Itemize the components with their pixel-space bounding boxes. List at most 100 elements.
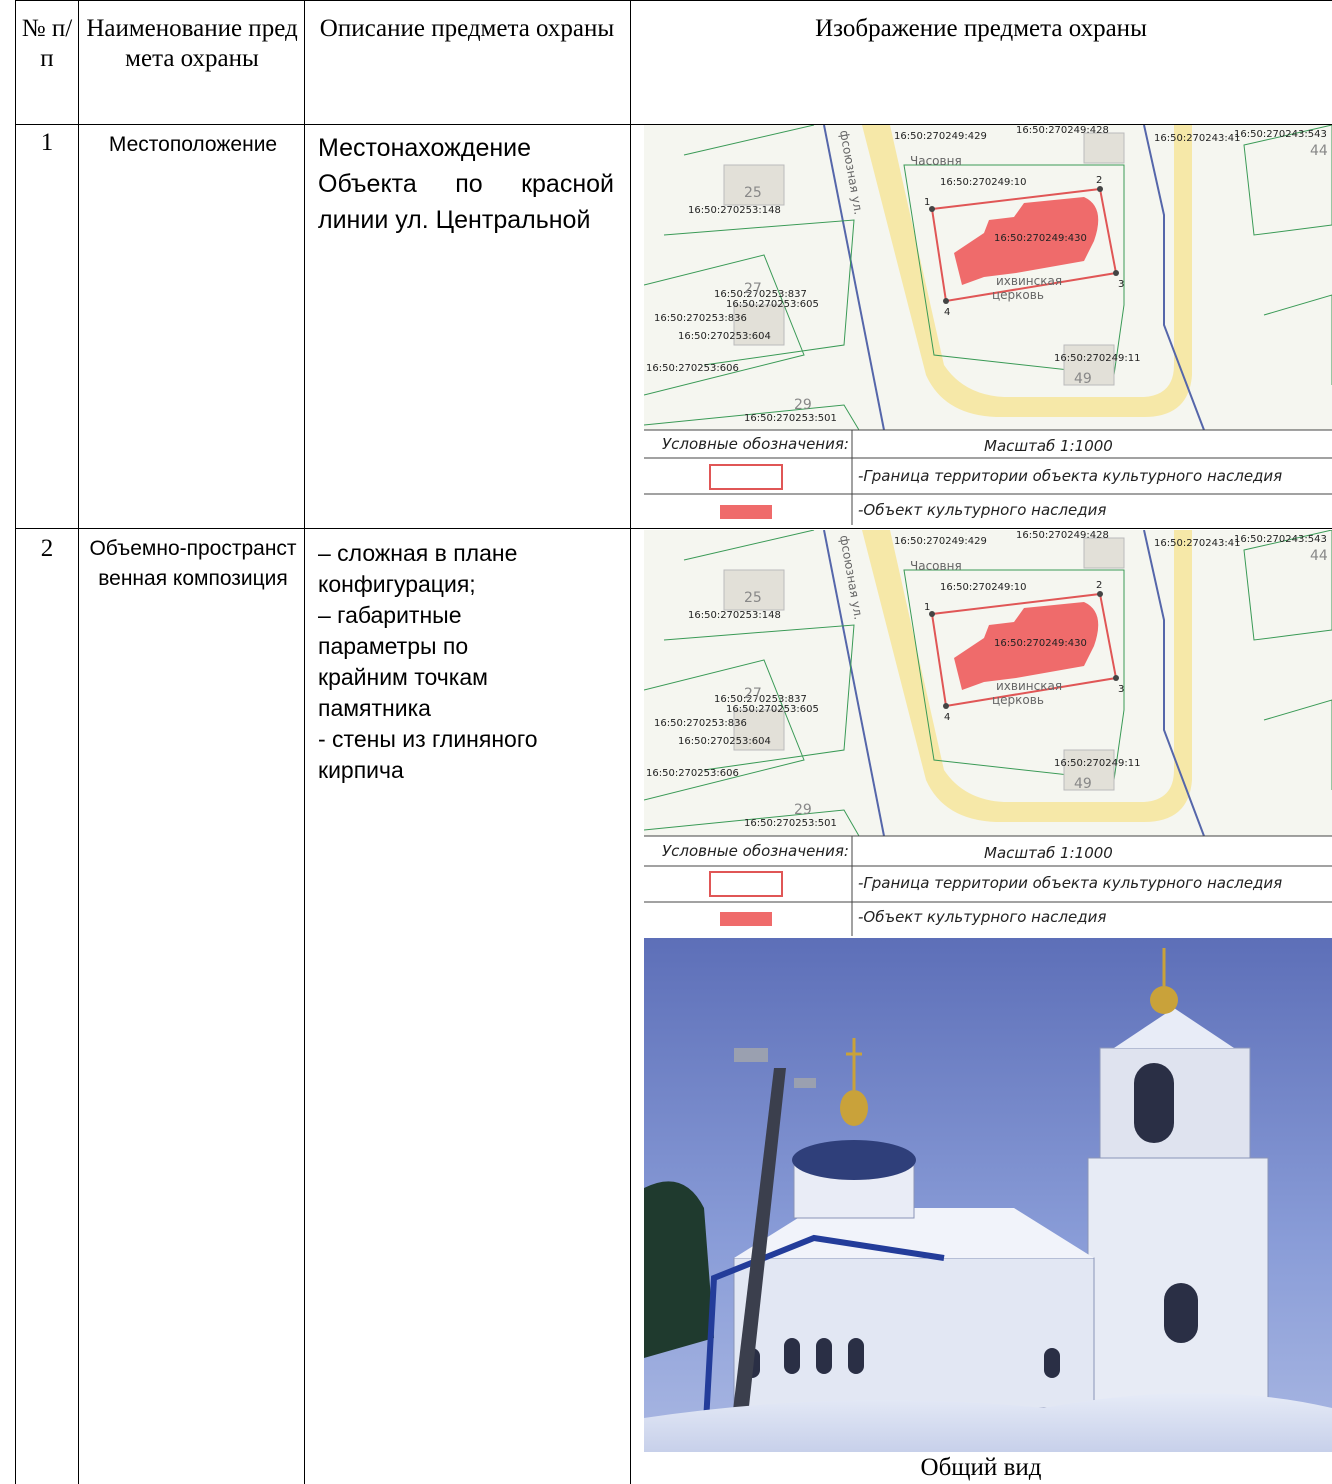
bell-tower-lower: [1087, 1157, 1269, 1409]
house-number: 44: [1310, 143, 1328, 159]
house-number: 27: [744, 281, 762, 297]
legend-scale: Масштаб 1:1000: [984, 844, 1113, 862]
photo-caption-text: Общий вид: [920, 1454, 1042, 1481]
row2-desc-line: параметры по: [318, 633, 469, 659]
row1-num-text: 1: [40, 129, 54, 156]
legend-object-text: -Объект культурного наследия: [858, 501, 1106, 519]
col3-border: [630, 0, 631, 1484]
house-number: 25: [744, 185, 762, 201]
row1-num: 1: [16, 128, 78, 158]
house-number: 44: [1310, 548, 1328, 564]
parcel-label: 16:50:270253:604: [678, 736, 771, 747]
snow-ground: [644, 1393, 1332, 1452]
cadastral-map-1: 1 2 3 4 16:50:270249:429 16:50:270249:42…: [644, 125, 1332, 525]
parcel-label: 16:50:270243:41: [1154, 538, 1240, 549]
row2-num: 2: [16, 534, 78, 564]
parcel-label: 16:50:270253:148: [688, 205, 781, 216]
row1-description: Местонахождение Объекта по красной линии…: [318, 130, 614, 238]
church-label-2: церковь: [992, 693, 1044, 707]
legend-boundary-swatch: [709, 464, 783, 490]
house-number: 29: [794, 397, 812, 413]
header-description: Описание предмета охраны: [314, 14, 620, 44]
header-image: Изображение предмета охраны: [631, 14, 1331, 44]
parcel-label: 16:50:270249:10: [940, 177, 1026, 188]
house-number: 49: [1074, 371, 1092, 387]
col1-border: [78, 0, 79, 1484]
row2-desc-line: – габаритные: [318, 602, 462, 628]
parcel-label: 16:50:270249:428: [1016, 125, 1109, 136]
lamp-post: [728, 1068, 786, 1452]
header-num: № п/п: [16, 14, 78, 74]
heritage-object-shape: [954, 197, 1099, 285]
row2-description: – сложная в плане конфигурация; – габари…: [318, 538, 618, 786]
point-label-2: 2: [1096, 175, 1102, 186]
table-left-border: [15, 0, 16, 1484]
parcel-label: 16:50:270253:605: [726, 299, 819, 310]
parcel-label: 16:50:270253:604: [678, 331, 771, 342]
parcel-label: 16:50:270253:837: [714, 694, 807, 705]
parcel-label: 16:50:270249:430: [994, 233, 1087, 244]
header-bottom-border: [15, 124, 1332, 125]
photo-caption: Общий вид: [631, 1453, 1331, 1483]
bell-tower-upper: [1099, 1047, 1251, 1159]
legend-boundary-text: -Граница территории объекта культурного …: [858, 874, 1282, 892]
church-photo-svg: [644, 938, 1332, 1452]
row2-desc-line: кирпича: [318, 757, 404, 783]
parcel-label: 16:50:270253:837: [714, 289, 807, 300]
legend-boundary-swatch: [709, 871, 783, 897]
parcel-label: 16:50:270253:606: [646, 768, 739, 779]
legend-scale: Масштаб 1:1000: [984, 437, 1113, 455]
chapel-label: Часовня: [910, 559, 962, 573]
legend-object-text: -Объект культурного наследия: [858, 908, 1106, 926]
legend-object-swatch: [720, 505, 772, 519]
parcel-label: 16:50:270253:605: [726, 704, 819, 715]
header-name-text: Наименование предмета охраны: [86, 15, 298, 72]
parcel-label: 16:50:270253:501: [744, 818, 837, 829]
parcel-label: 16:50:270249:11: [1054, 353, 1140, 364]
parcel-label: 16:50:270243:41: [1154, 133, 1240, 144]
church-photo: [644, 938, 1332, 1452]
row2-desc-line: – сложная в плане: [318, 540, 518, 566]
chapel-label: Часовня: [910, 154, 962, 168]
house-number: 29: [794, 802, 812, 818]
row2-name-text: Объемно-пространственная композиция: [89, 537, 297, 590]
church-body: [733, 1257, 1095, 1409]
parcel-label: 16:50:270249:429: [894, 131, 987, 142]
parcel-label: 16:50:270253:148: [688, 610, 781, 621]
map-svg-1: 1 2 3 4 16:50:270249:429 16:50:270249:42…: [644, 125, 1332, 525]
row2-desc-line: крайним точкам: [318, 664, 488, 690]
parcel-label: 16:50:270243:543: [1234, 129, 1327, 140]
small-dome: [840, 1090, 868, 1126]
cadastral-map-2: 1 2 3 4 16:50:270249:429 16:50:270249:42…: [644, 530, 1332, 936]
main-dome: [792, 1140, 916, 1180]
point-label-2: 2: [1096, 580, 1102, 591]
church-label-1: ихвинская: [996, 679, 1062, 693]
house-number: 27: [744, 686, 762, 702]
house-number: 25: [744, 590, 762, 606]
col2-border: [304, 0, 305, 1484]
row1-bottom-border: [15, 528, 1332, 529]
point-label-3: 3: [1118, 684, 1124, 695]
church-label-1: ихвинская: [996, 274, 1062, 288]
header-name: Наименование предмета охраны: [84, 14, 300, 74]
church-label-2: церковь: [992, 288, 1044, 302]
point-label-4: 4: [944, 712, 950, 723]
parcel-label: 16:50:270249:10: [940, 582, 1026, 593]
row2-name: Объемно-пространственная композиция: [88, 534, 298, 594]
point-label-3: 3: [1118, 279, 1124, 290]
house-number: 49: [1074, 776, 1092, 792]
row2-desc-line: конфигурация;: [318, 571, 476, 597]
row2-num-text: 2: [40, 535, 54, 562]
road-shape: [862, 530, 1192, 822]
header-num-text: № п/п: [21, 15, 73, 72]
road-shape: [862, 125, 1192, 417]
row2-desc-line: памятника: [318, 695, 431, 721]
map-svg-2: 1 2 3 4 16:50:270249:429 16:50:270249:42…: [644, 530, 1332, 936]
legend-title: Условные обозначения:: [662, 842, 849, 860]
point-label-1: 1: [924, 602, 930, 613]
point-label-1: 1: [924, 197, 930, 208]
parcel-label: 16:50:270249:429: [894, 536, 987, 547]
point-label-4: 4: [944, 307, 950, 318]
parcel-label: 16:50:270253:836: [654, 313, 747, 324]
table-top-border: [15, 0, 1332, 1]
